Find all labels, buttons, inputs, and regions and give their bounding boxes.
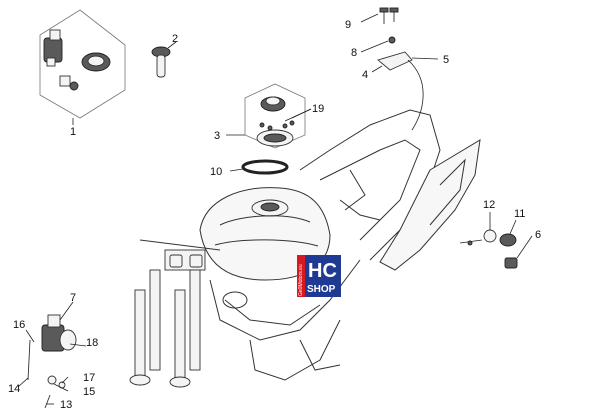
callout-2: 2 — [172, 33, 178, 45]
callout-4: 4 — [362, 69, 368, 81]
callout-1: 1 — [70, 126, 76, 138]
hc-shop-logo: Ge0Motors.eu HC SHOP — [297, 255, 341, 297]
tank-gasket — [241, 159, 289, 175]
callout-8: 8 — [351, 47, 357, 59]
callout-15: 15 — [83, 386, 95, 398]
callout-18: 18 — [86, 337, 98, 349]
callout-10: 10 — [210, 166, 222, 178]
callout-9: 9 — [345, 19, 351, 31]
callout-5: 5 — [443, 54, 449, 66]
seat-lock-bracket — [377, 7, 424, 131]
lock-assembly-lower — [27, 314, 77, 409]
logo-brand-text: HC — [308, 260, 337, 282]
ignition-lock-set — [39, 9, 126, 119]
callout-6: 6 — [535, 229, 541, 241]
seat-lock-parts — [459, 229, 518, 269]
callout-17: 17 — [83, 372, 95, 384]
logo-shop-text: SHOP — [307, 284, 336, 295]
logo-side-text: Ge0Motors.eu — [298, 264, 304, 296]
motorcycle-frame — [129, 109, 481, 388]
logo-red-band — [297, 255, 305, 297]
callout-13: 13 — [60, 399, 72, 411]
callout-16: 16 — [13, 319, 25, 331]
callout-19: 19 — [312, 103, 324, 115]
callout-14: 14 — [8, 383, 20, 395]
callout-3: 3 — [214, 130, 220, 142]
callout-7: 7 — [70, 292, 76, 304]
callout-11: 11 — [514, 208, 525, 220]
callout-12: 12 — [483, 199, 495, 211]
ignition-key — [151, 46, 171, 78]
